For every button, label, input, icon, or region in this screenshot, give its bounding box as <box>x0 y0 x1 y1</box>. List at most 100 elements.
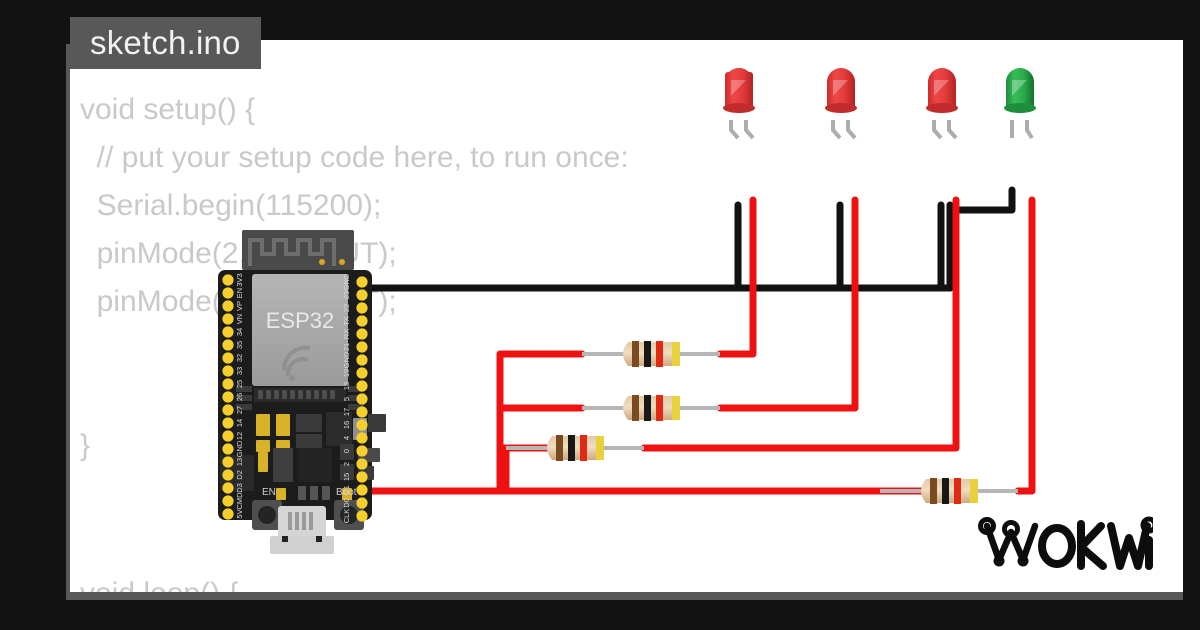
led-legs <box>932 120 958 140</box>
esp32-header-right-labels: GND 23 22 TX RX 21 GND 19 18 5 17 16 4 0… <box>342 273 351 523</box>
wire-group-ground <box>363 201 954 292</box>
pin-16 <box>356 419 368 431</box>
pin-26 <box>222 391 234 403</box>
svg-text:32: 32 <box>235 354 244 362</box>
pin-vn <box>222 313 234 325</box>
band-gold <box>672 342 680 366</box>
band-black <box>644 395 651 421</box>
pin-17 <box>356 406 368 418</box>
svg-text:26: 26 <box>235 393 244 401</box>
pin-15 <box>356 471 368 483</box>
esp32-boot-label: Boot <box>336 487 357 498</box>
led-3[interactable] <box>926 68 958 140</box>
esp32-components <box>220 412 386 502</box>
signal-r3-to-led3 <box>640 196 960 452</box>
esp32-header-left[interactable] <box>222 274 234 520</box>
svg-text:TX: TX <box>342 316 351 326</box>
pin-clk <box>356 510 368 522</box>
pin-33 <box>222 365 234 377</box>
band-brown <box>632 395 639 421</box>
gnd-wire-led4 <box>946 186 1016 292</box>
svg-text:D0: D0 <box>342 498 351 508</box>
pin-23 <box>356 289 368 301</box>
pin-gnd-right-top <box>356 276 368 288</box>
svg-text:CLK: CLK <box>342 509 351 524</box>
svg-text:VP: VP <box>235 301 244 311</box>
svg-text:GND: GND <box>342 351 351 368</box>
pin-gnd-right-mid <box>356 354 368 366</box>
svg-text:19: 19 <box>342 369 351 377</box>
signal-r1-to-led1 <box>716 196 757 358</box>
esp32-board[interactable]: ESP32 <box>218 230 386 554</box>
pin-3v3 <box>222 274 234 286</box>
svg-text:D2: D2 <box>235 470 244 480</box>
svg-text:D3: D3 <box>235 483 244 493</box>
pin-d1 <box>356 484 368 496</box>
pin-0 <box>356 445 368 457</box>
svg-text:RX: RX <box>342 329 351 339</box>
band-red <box>656 341 663 367</box>
pin-27 <box>222 404 234 416</box>
band-gold <box>672 396 680 420</box>
svg-text:13: 13 <box>235 458 244 466</box>
pin-4 <box>356 432 368 444</box>
pin-14 <box>222 417 234 429</box>
pin-34 <box>222 326 234 338</box>
pin-en <box>222 287 234 299</box>
svg-text:35: 35 <box>235 341 244 349</box>
svg-text:21: 21 <box>342 343 351 351</box>
svg-text:15: 15 <box>342 473 351 481</box>
svg-text:18: 18 <box>342 382 351 390</box>
led-4[interactable] <box>1004 68 1036 140</box>
led-1[interactable] <box>723 68 755 140</box>
pin-21 <box>356 341 368 353</box>
svg-text:27: 27 <box>235 406 244 414</box>
svg-text:EN: EN <box>235 288 244 298</box>
svg-text:2: 2 <box>342 462 351 466</box>
svg-text:33: 33 <box>235 367 244 375</box>
svg-text:34: 34 <box>235 328 244 336</box>
band-brown <box>632 341 639 367</box>
wire-group-signal <box>363 196 1036 495</box>
pin-35 <box>222 339 234 351</box>
band-red <box>656 395 663 421</box>
band-red <box>580 435 587 461</box>
svg-text:14: 14 <box>235 419 244 427</box>
band-red <box>954 478 961 504</box>
band-brown <box>930 478 937 504</box>
pin-13 <box>222 456 234 468</box>
pin-2 <box>356 458 368 470</box>
esp32-header-left-labels: 3V3 EN VP VN 34 35 32 33 25 26 27 14 12 … <box>235 273 244 518</box>
simulation-canvas[interactable]: void setup() { // put your setup code he… <box>70 40 1183 592</box>
file-tab-sketch-ino[interactable]: sketch.ino <box>70 17 261 69</box>
gnd-bus-wire <box>363 278 954 292</box>
svg-text:5V: 5V <box>235 509 244 518</box>
circuit-diagram[interactable]: ESP32 <box>70 40 1183 592</box>
resistor-4[interactable] <box>880 478 1018 504</box>
esp32-label: ESP32 <box>266 308 335 333</box>
esp32-usb-port <box>270 506 334 554</box>
wokwi-logo-i <box>1140 516 1153 570</box>
svg-text:4: 4 <box>342 436 351 440</box>
esp32-header-right[interactable] <box>356 276 368 522</box>
esp32-shield-pad-teeth <box>258 390 335 399</box>
resistor-3[interactable] <box>506 435 644 461</box>
svg-text:3V3: 3V3 <box>235 273 244 286</box>
svg-text:12: 12 <box>235 432 244 440</box>
resistor-2[interactable] <box>582 395 720 421</box>
led-2[interactable] <box>825 68 857 140</box>
led-legs <box>1010 120 1034 140</box>
esp32-side-pads <box>236 386 364 410</box>
svg-text:5: 5 <box>342 397 351 401</box>
pin-25 <box>222 378 234 390</box>
esp32-shield <box>252 274 348 386</box>
esp32-boot-button[interactable] <box>334 500 364 530</box>
esp32-antenna-dot <box>339 259 345 265</box>
wokwi-logo <box>977 512 1153 574</box>
svg-text:25: 25 <box>235 380 244 388</box>
esp32-en-button[interactable] <box>252 500 282 530</box>
led-legs <box>831 120 857 140</box>
resistor-1[interactable] <box>582 341 720 367</box>
wokwi-logo-svg <box>978 516 1153 570</box>
